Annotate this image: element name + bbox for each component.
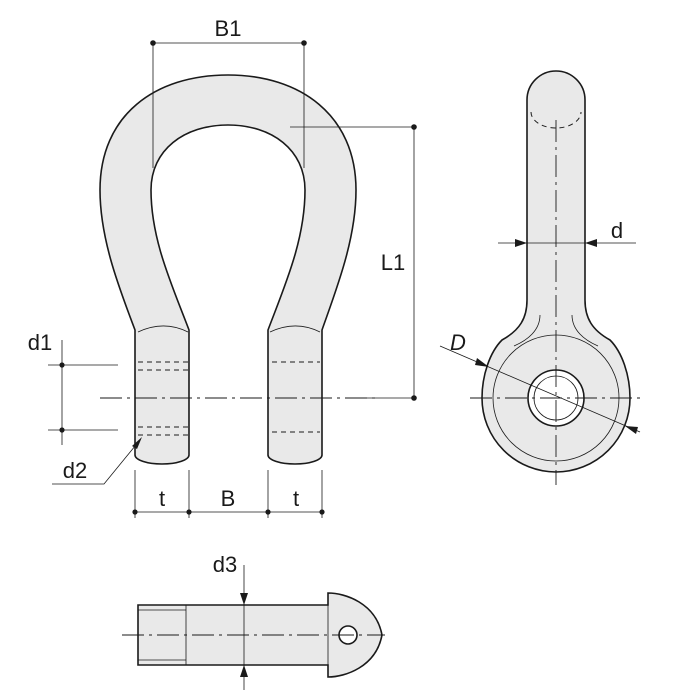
dimension-d: d bbox=[498, 218, 636, 247]
right-leg-neck-line bbox=[269, 325, 321, 333]
dimension-D: D bbox=[439, 330, 641, 434]
top-hidden-arc bbox=[530, 111, 582, 129]
label-b1: B1 bbox=[215, 16, 242, 41]
dimension-d2: d2 bbox=[52, 437, 142, 485]
label-D: D bbox=[450, 330, 466, 355]
left-leg-neck-line bbox=[137, 325, 189, 333]
label-l1: L1 bbox=[381, 250, 405, 275]
label-d1: d1 bbox=[28, 330, 52, 355]
label-t-left: t bbox=[159, 486, 165, 511]
shackle-pin-view bbox=[122, 592, 385, 678]
dimension-d1: d1 bbox=[28, 330, 118, 445]
label-d: d bbox=[611, 218, 623, 243]
dimension-t-b-t: t B t bbox=[132, 470, 325, 518]
label-d2: d2 bbox=[63, 458, 87, 483]
label-b: B bbox=[221, 486, 236, 511]
pin-bore-hidden-lines bbox=[138, 361, 320, 436]
dimension-l1: L1 bbox=[290, 124, 417, 401]
shackle-front-view bbox=[99, 74, 380, 465]
label-t-right: t bbox=[293, 486, 299, 511]
right-fillet-line bbox=[571, 314, 599, 347]
label-d3: d3 bbox=[213, 552, 237, 577]
shackle-bow bbox=[99, 74, 357, 465]
dimension-d3: d3 bbox=[213, 552, 248, 690]
shackle-side-view bbox=[470, 70, 640, 485]
dimension-b1: B1 bbox=[150, 16, 307, 168]
left-fillet-line bbox=[513, 314, 541, 347]
